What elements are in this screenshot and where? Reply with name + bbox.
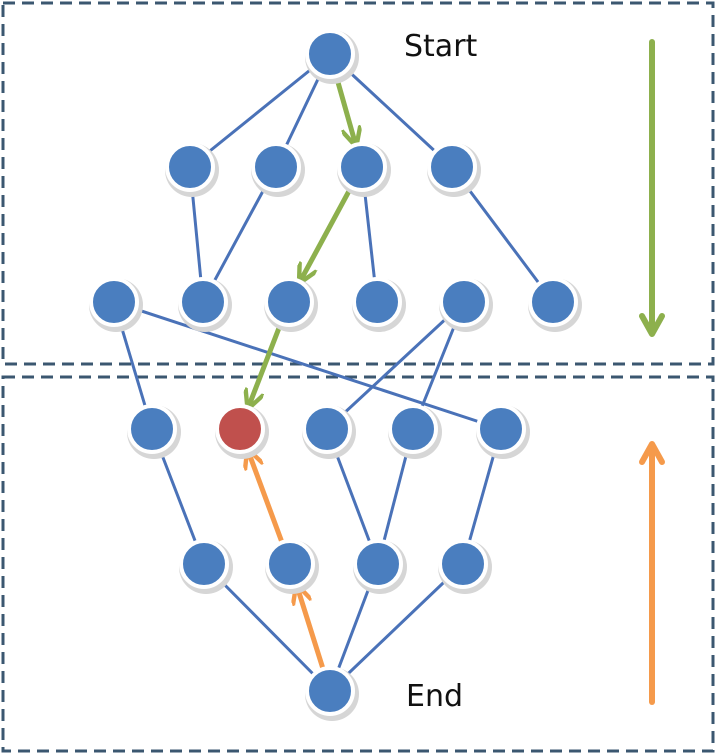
start-label: Start	[404, 29, 478, 64]
node-a1	[165, 142, 215, 192]
node-c1	[127, 404, 177, 454]
node-d4	[438, 539, 488, 589]
node-start	[305, 29, 355, 79]
forward-path-arrow-start-a3	[332, 69, 354, 139]
backward-direction-arrowhead	[639, 441, 665, 465]
node-c4	[388, 404, 438, 454]
node-c5	[476, 404, 526, 454]
edge-b5-c3	[325, 300, 466, 431]
node-b4	[352, 277, 402, 327]
node-b1	[89, 277, 139, 327]
node-d3	[353, 539, 403, 589]
edge-start-a1	[188, 52, 332, 169]
node-a4	[427, 142, 477, 192]
forward-path-arrow-a3-b3	[303, 181, 356, 277]
path-arrow-layer	[250, 69, 356, 676]
node-c3	[302, 404, 352, 454]
backward-search-frame	[1, 375, 715, 753]
forward-search-frame	[1, 1, 715, 366]
node-d1	[179, 539, 229, 589]
node-b6	[528, 277, 578, 327]
backward-path-arrow-d2-c2	[250, 456, 286, 549]
node-layer	[89, 29, 582, 721]
node-c2	[215, 404, 265, 454]
edge-b1-c5	[112, 300, 503, 431]
node-end	[305, 666, 355, 716]
node-b2	[178, 277, 228, 327]
forward-path-arrow-b3-c2	[250, 317, 285, 402]
edge-end-d4	[328, 562, 465, 693]
node-d2	[265, 539, 315, 589]
node-b3	[264, 277, 314, 327]
end-label: End	[406, 679, 463, 714]
node-b5	[439, 277, 489, 327]
forward-direction-arrowhead	[639, 313, 665, 337]
node-a3	[337, 142, 387, 192]
node-a2	[251, 142, 301, 192]
backward-path-arrow-end-d2	[299, 592, 327, 676]
